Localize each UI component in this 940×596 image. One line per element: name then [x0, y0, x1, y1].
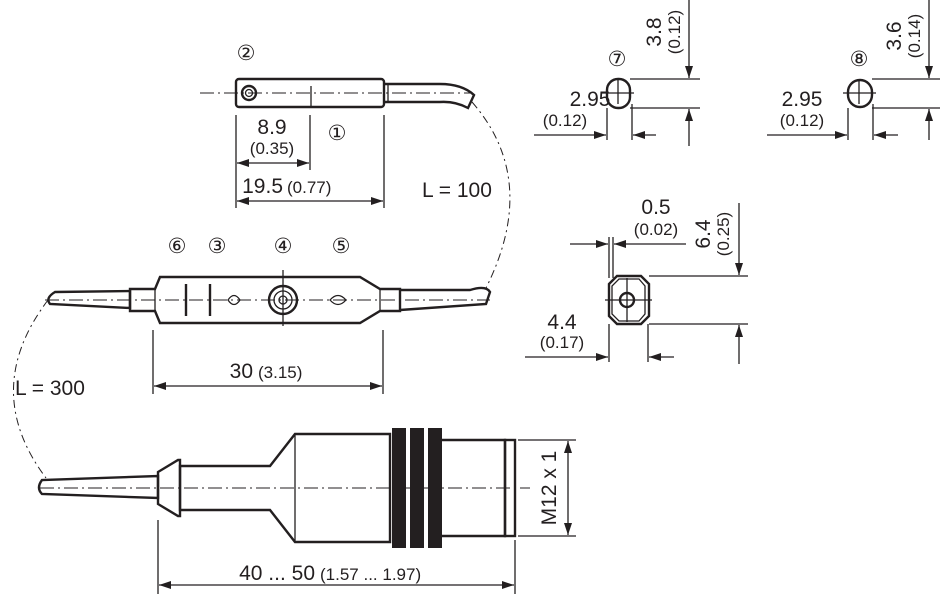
sensor-dim-a-in: (0.35) [250, 139, 294, 158]
connector-dim-in: (1.57 ... 1.97) [320, 565, 421, 584]
led-wall-in: (0.02) [634, 220, 678, 239]
view8-width-in: (0.12) [780, 111, 824, 130]
connector-dim: 40 ... 50 [239, 562, 315, 585]
led-width: 4.4 [547, 311, 577, 334]
callout-8: ⑧ [850, 48, 869, 71]
callout-6: ⑥ [168, 235, 187, 258]
sensor-dim-b-in: (0.77) [287, 178, 331, 197]
led-height-in: (0.25) [714, 212, 733, 256]
callout-3: ③ [208, 235, 227, 258]
cable-break-line [13, 299, 49, 479]
cable-break-line [471, 101, 511, 289]
indicator-module [45, 270, 492, 394]
module-dim: 30 [230, 360, 253, 383]
cable1-length: L = 100 [422, 179, 492, 202]
view8-height-in: (0.14) [905, 14, 924, 58]
view8-width: 2.95 [782, 88, 823, 111]
callout-7: ⑦ [608, 48, 627, 71]
view7-width: 2.95 [570, 88, 611, 111]
detail-view-7 [534, 0, 700, 146]
view7-width-in: (0.12) [543, 111, 587, 130]
callout-1: ① [328, 122, 347, 145]
sensor-dim-b: 19.5 [242, 175, 283, 198]
m12-connector [37, 428, 576, 594]
detail-view-8 [767, 0, 940, 140]
callout-2: ② [237, 42, 256, 65]
detail-view-led [525, 203, 748, 364]
sensor-head [200, 77, 476, 208]
view7-height: 3.8 [643, 17, 666, 46]
connector-thread: M12 x 1 [538, 451, 561, 526]
sensor-dim-a: 8.9 [257, 116, 286, 139]
callout-4: ④ [274, 235, 293, 258]
view7-height-in: (0.12) [665, 10, 684, 54]
view8-height: 3.6 [883, 21, 906, 50]
led-width-in: (0.17) [540, 333, 584, 352]
led-height: 6.4 [692, 219, 715, 249]
module-dim-in: (3.15) [258, 363, 302, 382]
led-wall: 0.5 [641, 196, 670, 219]
callout-5: ⑤ [332, 235, 351, 258]
cable2-length: L = 300 [15, 377, 85, 400]
